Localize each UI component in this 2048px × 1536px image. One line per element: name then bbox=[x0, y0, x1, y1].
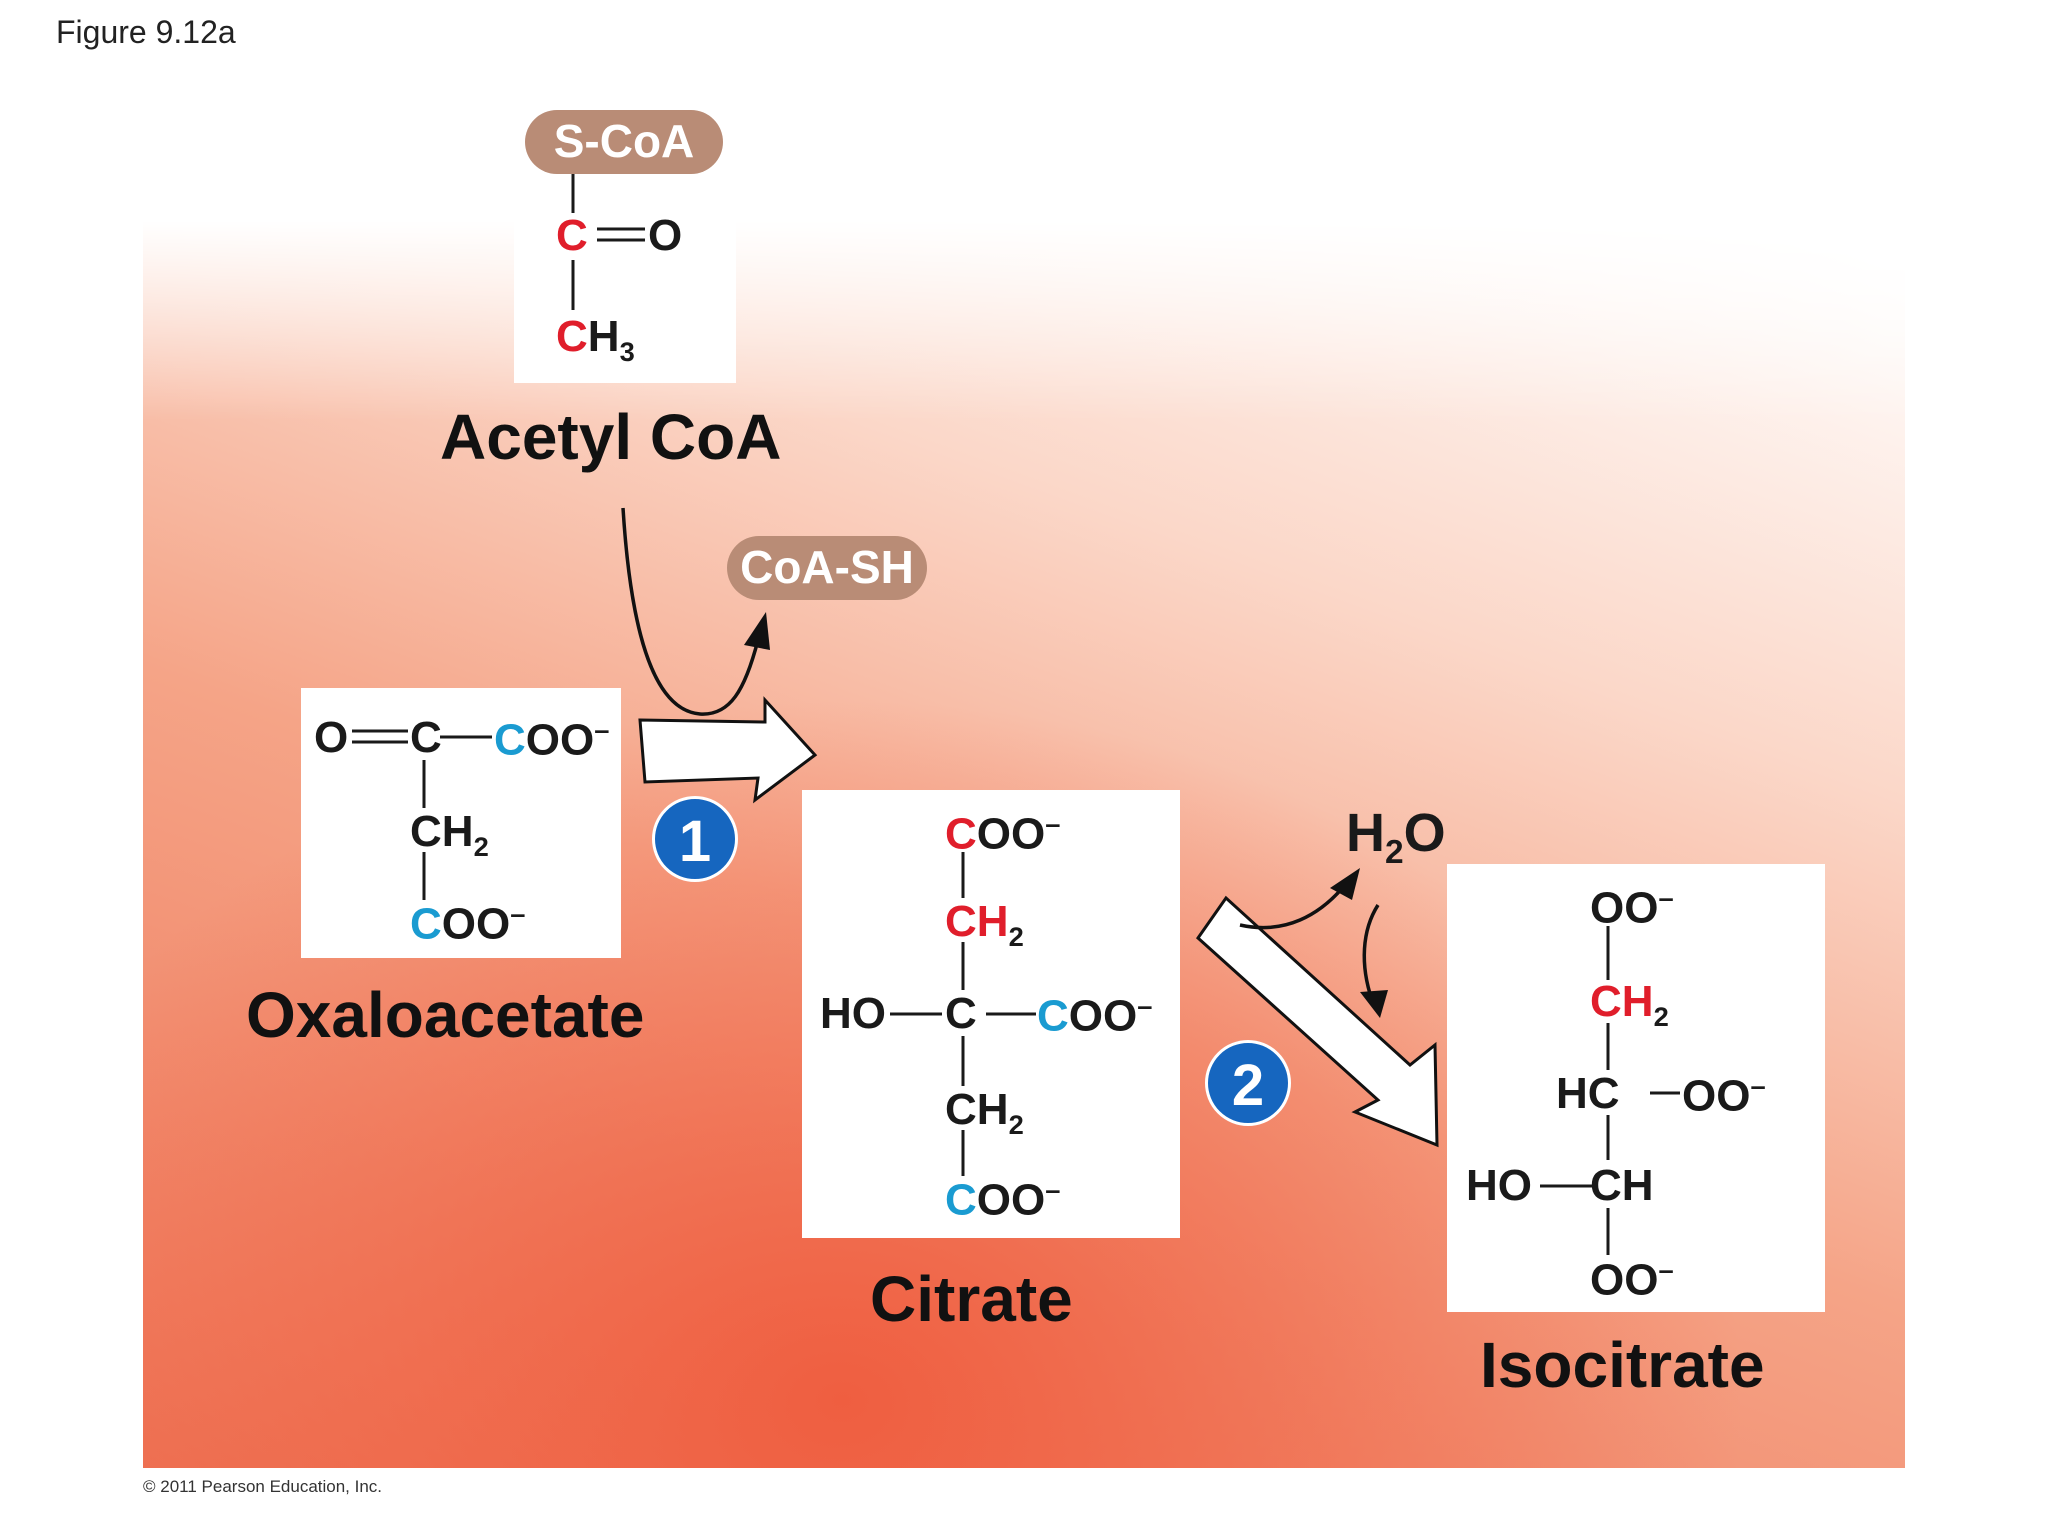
s-coa-pill: S-CoA bbox=[525, 110, 723, 174]
oxalo-ch2: CH2 bbox=[410, 807, 489, 862]
iso-coo-middle: OO– bbox=[1682, 1070, 1766, 1121]
oxalo-o: O bbox=[314, 713, 349, 762]
iso-ch2: CH2 bbox=[1590, 977, 1669, 1032]
water-out-curve bbox=[1239, 883, 1347, 930]
oxaloacetate-label: Oxaloacetate bbox=[246, 979, 645, 1051]
acetyl-coa-label: Acetyl CoA bbox=[440, 401, 782, 473]
water-formula: H2O bbox=[1346, 803, 1446, 871]
citrate-ch2-top: CH2 bbox=[945, 897, 1024, 952]
acetyl-carbonyl-c: C bbox=[556, 211, 588, 260]
step-2-badge: 2 bbox=[1205, 1040, 1291, 1126]
iso-coo-bottom: OO– bbox=[1590, 1254, 1674, 1305]
coa-sh-arrowhead bbox=[744, 612, 770, 650]
citrate-ch2-bottom: CH2 bbox=[945, 1085, 1024, 1140]
step1-block-arrow bbox=[638, 696, 818, 804]
oxalo-coo-top: COO– bbox=[494, 714, 610, 765]
acetyl-methyl: CH3 bbox=[556, 312, 635, 367]
citrate-center-c: C bbox=[945, 989, 977, 1038]
oxaloacetate-box bbox=[301, 688, 621, 958]
citrate-ho: HO bbox=[820, 989, 886, 1038]
water-out-arrowhead bbox=[1330, 868, 1360, 900]
copyright-notice: © 2011 Pearson Education, Inc. bbox=[143, 1477, 383, 1496]
acetyl-carbonyl-o: O bbox=[648, 211, 683, 260]
acetyl-input-curve bbox=[621, 507, 760, 716]
citrate-label: Citrate bbox=[870, 1263, 1073, 1335]
citrate-coo-bottom: COO– bbox=[945, 1174, 1061, 1225]
water-in-curve bbox=[1362, 904, 1380, 1001]
oxalo-c: C bbox=[410, 713, 442, 762]
acetyl-coa-box bbox=[514, 155, 736, 383]
step-1-badge: 1 bbox=[652, 796, 738, 882]
iso-ch: CH bbox=[1590, 1161, 1654, 1210]
oxalo-coo-bottom: COO– bbox=[410, 898, 526, 949]
coa-sh-pill: CoA-SH bbox=[727, 536, 927, 600]
isocitrate-label: Isocitrate bbox=[1480, 1329, 1765, 1401]
isocitrate-box bbox=[1447, 864, 1825, 1312]
figure-title: Figure 9.12a bbox=[56, 14, 236, 50]
iso-hc: HC bbox=[1556, 1069, 1620, 1118]
iso-coo-top: OO– bbox=[1590, 882, 1674, 933]
citrate-coo-top: COO– bbox=[945, 808, 1061, 859]
iso-ho: HO bbox=[1466, 1161, 1532, 1210]
citrate-coo-middle: COO– bbox=[1037, 990, 1153, 1041]
water-in-arrowhead bbox=[1360, 990, 1388, 1018]
